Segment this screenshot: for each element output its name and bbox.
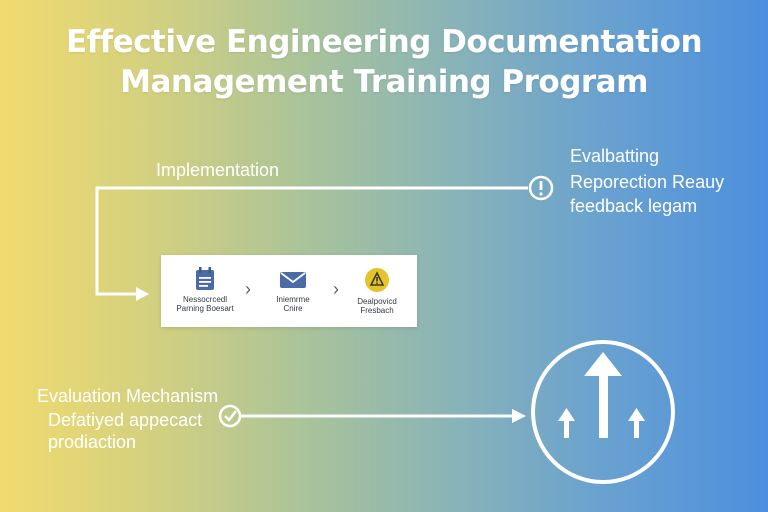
step-1-line-2: Parning Boesart: [176, 304, 234, 313]
diagram-title: Effective Engineering Documentation Mana…: [0, 22, 768, 102]
chevron-right-icon: ›: [333, 279, 339, 299]
process-step-planning: Nessocrcedl Parning Boesart: [165, 267, 245, 313]
check-circle-icon: [218, 404, 242, 428]
calendar-list-icon: [196, 267, 214, 290]
implementation-connector: [95, 186, 528, 296]
step-3-line-2: Fresbach: [360, 306, 394, 315]
step-3-line-1: Dealpovicd: [357, 297, 397, 306]
evaluation-line-1: Defatiyed appecact: [48, 410, 203, 430]
alert-circle-icon: [528, 175, 554, 201]
feedback-line-3: feedback legam: [570, 196, 698, 216]
envelope-icon: [280, 272, 306, 288]
evaluation-label: Evaluation Mechanism: [37, 386, 219, 406]
process-step-information: Iniemrme Cnire: [253, 267, 333, 313]
title-line-1: Effective Engineering Documentation: [65, 24, 703, 60]
implementation-label: Implementation: [156, 160, 280, 180]
chevron-right-icon: ›: [245, 279, 251, 299]
implementation-arrowhead: [136, 287, 149, 301]
evaluation-arrowhead: [512, 409, 526, 423]
process-panel: Nessocrcedl Parning Boesart › Iniemrme C…: [161, 255, 417, 327]
feedback-line-2: Reporection Reauy: [570, 172, 725, 192]
growth-arrows-icon: [531, 340, 675, 484]
process-step-feedback: Dealpovicd Fresbach: [337, 267, 417, 315]
step-2-line-2: Cnire: [283, 304, 303, 313]
step-2-line-1: Iniemrme: [276, 295, 310, 304]
title-line-2: Management Training Program: [120, 64, 648, 100]
step-1-line-1: Nessocrcedl: [182, 295, 227, 304]
evaluation-line-2: prodiaction: [48, 432, 137, 452]
feedback-line-1: Evalbatting: [570, 146, 660, 166]
warning-icon: [365, 268, 389, 292]
